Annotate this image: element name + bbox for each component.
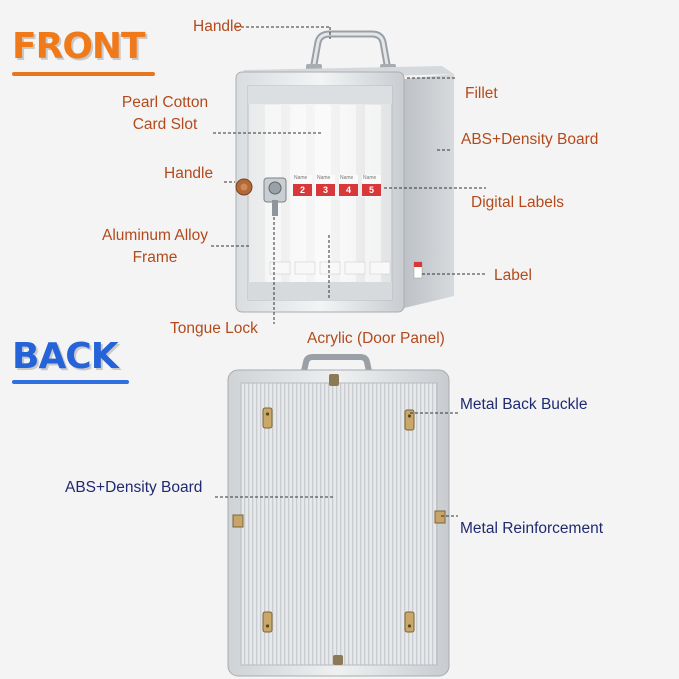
label-digital-labels: Digital Labels <box>471 194 565 211</box>
digital-label-tag: Name 3 <box>316 175 335 197</box>
tag-name: Name <box>294 175 308 181</box>
label-aluminum-frame: Aluminum Alloy Frame <box>88 226 222 268</box>
label-abs-density-back: ABS+Density Board <box>65 479 203 496</box>
tag-number: 5 <box>362 184 381 196</box>
label-metal-back-buckle: Metal Back Buckle <box>460 396 588 413</box>
back-handle <box>300 354 373 379</box>
label-label: Label <box>494 267 532 284</box>
front-title-underline <box>12 72 155 76</box>
metal-reinforcement-left <box>232 514 244 528</box>
digital-label-tag: Name 2 <box>293 175 312 197</box>
label-pearl-cotton-line2: Card Slot <box>132 116 198 133</box>
digital-label-strip: Name 2 Name 3 Name 4 Name 5 <box>293 175 383 197</box>
back-section-title: BACK <box>12 336 119 377</box>
tag-name: Name <box>317 175 331 181</box>
label-metal-reinforcement: Metal Reinforcement <box>460 520 604 537</box>
tag-number: 2 <box>293 184 312 196</box>
label-handle-top: Handle <box>193 18 243 35</box>
tag-number: 3 <box>316 184 335 196</box>
label-aluminum-line1: Aluminum Alloy <box>102 227 208 244</box>
label-fillet: Fillet <box>465 85 498 102</box>
metal-reinforcement-right <box>434 510 446 524</box>
label-handle-side: Handle <box>164 165 214 182</box>
label-aluminum-line2: Frame <box>132 249 178 266</box>
label-pearl-cotton: Pearl Cotton Card Slot <box>110 93 220 135</box>
digital-label-tag: Name 4 <box>339 175 358 197</box>
front-section-title: FRONT <box>12 26 146 67</box>
label-tongue-lock: Tongue Lock <box>170 320 258 337</box>
label-acrylic: Acrylic (Door Panel) <box>307 330 445 347</box>
tag-name: Name <box>363 175 377 181</box>
tag-name: Name <box>340 175 354 181</box>
digital-label-tag: Name 5 <box>362 175 381 197</box>
tag-number: 4 <box>339 184 358 196</box>
label-pearl-cotton-line1: Pearl Cotton <box>121 94 209 111</box>
top-handle <box>309 30 392 74</box>
label-abs-density-front: ABS+Density Board <box>461 131 599 148</box>
back-title-underline <box>12 380 129 384</box>
